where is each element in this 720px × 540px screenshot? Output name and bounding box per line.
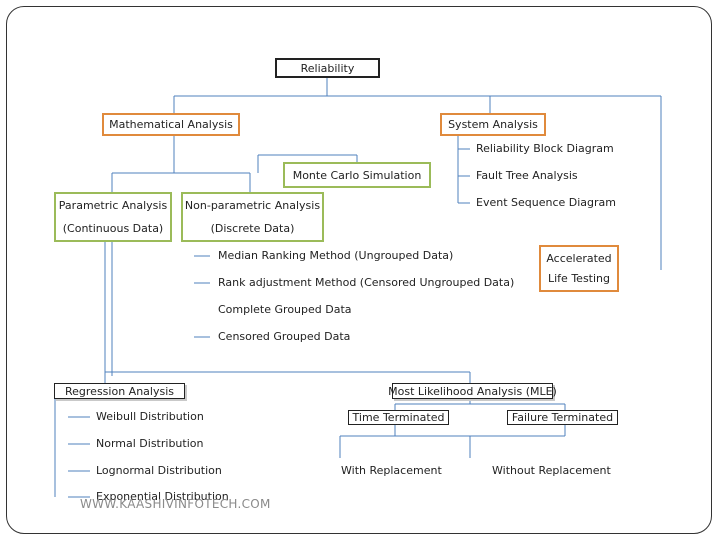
time-terminated-label: Time Terminated	[352, 411, 445, 424]
mathematical-analysis-label: Mathematical Analysis	[109, 118, 233, 131]
watermark: WWW.KAASHIVINFOTECH.COM	[80, 497, 271, 511]
parametric-label-line2: (Continuous Data)	[62, 222, 164, 235]
accelerated-label-line2: Life Testing	[548, 272, 610, 285]
regression-item: Exponential Distribution	[96, 490, 229, 503]
reliability-label: Reliability	[300, 61, 355, 75]
failure-terminated-node: Failure Terminated	[507, 410, 618, 425]
time-terminated-node: Time Terminated	[348, 410, 449, 425]
without-replacement-label: Without Replacement	[492, 464, 611, 477]
non-parametric-item: Censored Grouped Data	[218, 330, 351, 343]
non-parametric-item: Median Ranking Method (Ungrouped Data)	[218, 249, 454, 262]
accelerated-label-line1: Accelerated	[546, 252, 612, 265]
mathematical-analysis-node: Mathematical Analysis	[102, 113, 240, 136]
regression-analysis-label: Regression Analysis	[65, 384, 174, 398]
non-parametric-label-line2: (Discrete Data)	[210, 222, 295, 235]
regression-item: Lognormal Distribution	[96, 464, 222, 477]
mle-node: Most Likelihood Analysis (MLE)	[388, 383, 557, 399]
non-parametric-item: Rank adjustment Method (Censored Ungroup…	[218, 276, 515, 289]
monte-carlo-node: Monte Carlo Simulation	[283, 162, 431, 188]
reliability-node: Reliability	[275, 58, 380, 78]
regression-analysis-node: Regression Analysis	[54, 383, 185, 399]
non-parametric-analysis-node: Non-parametric Analysis (Discrete Data)	[181, 192, 324, 242]
system-analysis-node: System Analysis	[440, 113, 546, 136]
regression-item: Weibull Distribution	[96, 410, 204, 423]
accelerated-life-testing-node: Accelerated Life Testing	[539, 245, 619, 292]
monte-carlo-label: Monte Carlo Simulation	[292, 168, 422, 182]
regression-item: Normal Distribution	[96, 437, 204, 450]
slide-frame	[6, 6, 712, 534]
system-item: Event Sequence Diagram	[476, 196, 616, 209]
with-replacement-label: With Replacement	[341, 464, 442, 477]
system-item: Fault Tree Analysis	[476, 169, 578, 182]
non-parametric-item: Complete Grouped Data	[218, 303, 352, 316]
parametric-label-line1: Parametric Analysis	[58, 199, 168, 212]
non-parametric-label-line1: Non-parametric Analysis	[184, 199, 321, 212]
parametric-analysis-node: Parametric Analysis (Continuous Data)	[54, 192, 172, 242]
failure-terminated-label: Failure Terminated	[511, 411, 614, 424]
mle-label: Most Likelihood Analysis (MLE)	[388, 384, 557, 398]
system-item: Reliability Block Diagram	[476, 142, 614, 155]
system-analysis-label: System Analysis	[448, 118, 538, 131]
